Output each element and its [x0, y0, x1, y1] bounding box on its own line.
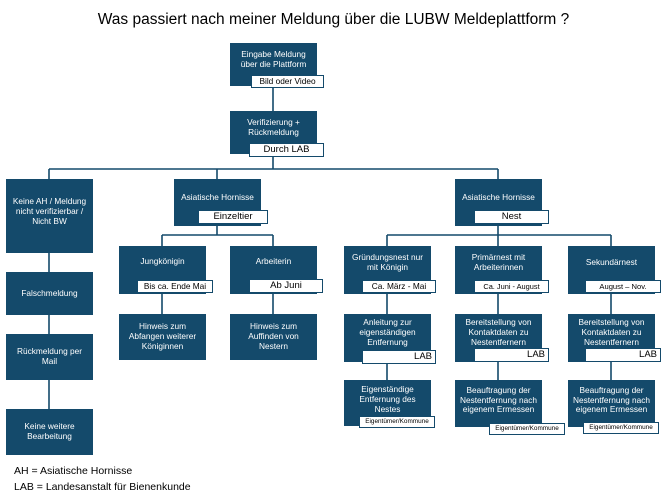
node-ah-einzeltier-tag: Einzeltier	[198, 210, 268, 224]
node-verifizierung-label: Verifizierung + Rückmeldung	[247, 116, 300, 137]
node-eigenstaendige-tag: Eigentümer/Kommune	[359, 416, 435, 428]
node-beauftragung-2-label: Beauftragung der Nestentfernung nach eig…	[572, 384, 651, 415]
node-ah-einzeltier-label: Asiatische Hornisse	[181, 191, 254, 202]
node-falschmeldung: Falschmeldung	[6, 272, 93, 315]
node-hinweis-abfangen-label: Hinweis zum Abfangen weiterer Königinnen	[128, 321, 197, 351]
node-keine-ah-label: Keine AH / Meldung nicht verifizierbar /…	[12, 196, 87, 226]
legend-lab: LAB = Landesanstalt für Bienenkunde	[14, 481, 191, 493]
diagram-title: Was passiert nach meiner Meldung über di…	[97, 11, 570, 28]
node-hinweis-abfangen: Hinweis zum Abfangen weiterer Königinnen	[119, 314, 206, 360]
node-beauftragung-2: Beauftragung der Nestentfernung nach eig…	[568, 380, 655, 427]
node-eigenstaendige-label: Eigenständige Entfernung des Nestes	[359, 384, 416, 414]
node-beauftragung-2-tag: Eigentümer/Kommune	[583, 422, 659, 434]
node-hinweis-auffinden: Hinweis zum Auffinden von Nestern	[230, 314, 317, 360]
node-falschmeldung-label: Falschmeldung	[21, 287, 78, 298]
node-keine-bearbeitung-label: Keine weitere Bearbeitung	[24, 421, 75, 441]
node-bereitstellung-1-tag: LAB	[474, 348, 549, 362]
node-anleitung-label: Anleitung zur eigenständigen Entfernung	[359, 317, 416, 347]
node-eingabe-label: Eingabe Meldung über die Plattform	[240, 48, 307, 69]
node-beauftragung-1: Beauftragung der Nestentfernung nach eig…	[455, 380, 542, 427]
node-sekundaernest-tag: August – Nov.	[585, 280, 661, 293]
node-rueckmeldung-mail: Rückmeldung per Mail	[6, 334, 93, 380]
node-jungkoenigin-tag: Bis ca. Ende Mai	[137, 280, 213, 293]
node-bereitstellung-2-tag: LAB	[585, 348, 661, 362]
node-gruendungsnest-tag: Ca. März - Mai	[362, 280, 436, 293]
node-ah-nest-tag: Nest	[474, 210, 549, 224]
node-primaernest-label: Primärnest mit Arbeiterinnen	[471, 252, 526, 272]
node-jungkoenigin-label: Jungkönigin	[140, 256, 185, 267]
node-keine-ah: Keine AH / Meldung nicht verifizierbar /…	[6, 179, 93, 253]
legend-ah: AH = Asiatische Hornisse	[14, 465, 133, 477]
node-rueckmeldung-mail-label: Rückmeldung per Mail	[16, 346, 83, 366]
node-hinweis-auffinden-label: Hinweis zum Auffinden von Nestern	[248, 321, 299, 351]
node-primaernest-tag: Ca. Juni - August	[474, 280, 549, 293]
node-keine-bearbeitung: Keine weitere Bearbeitung	[6, 409, 93, 455]
node-beauftragung-1-tag: Eigentümer/Kommune	[489, 423, 565, 435]
node-ah-nest-label: Asiatische Hornisse	[462, 191, 535, 202]
node-bereitstellung-2-label: Bereitstellung von Kontaktdaten zu Neste…	[578, 317, 645, 347]
node-verifizierung-tag: Durch LAB	[249, 143, 324, 157]
node-beauftragung-1-label: Beauftragung der Nestentfernung nach eig…	[459, 384, 538, 415]
node-arbeiterin-tag: Ab Juni	[249, 279, 323, 293]
node-sekundaernest-label: Sekundärnest	[585, 257, 638, 268]
node-gruendungsnest-label: Gründungsnest nur mit Königin	[351, 252, 424, 272]
node-arbeiterin-label: Arbeiterin	[255, 256, 292, 267]
node-bereitstellung-1-label: Bereitstellung von Kontaktdaten zu Neste…	[465, 317, 532, 347]
node-eingabe-tag: Bild oder Video	[251, 75, 324, 88]
node-anleitung-tag: LAB	[362, 350, 436, 364]
